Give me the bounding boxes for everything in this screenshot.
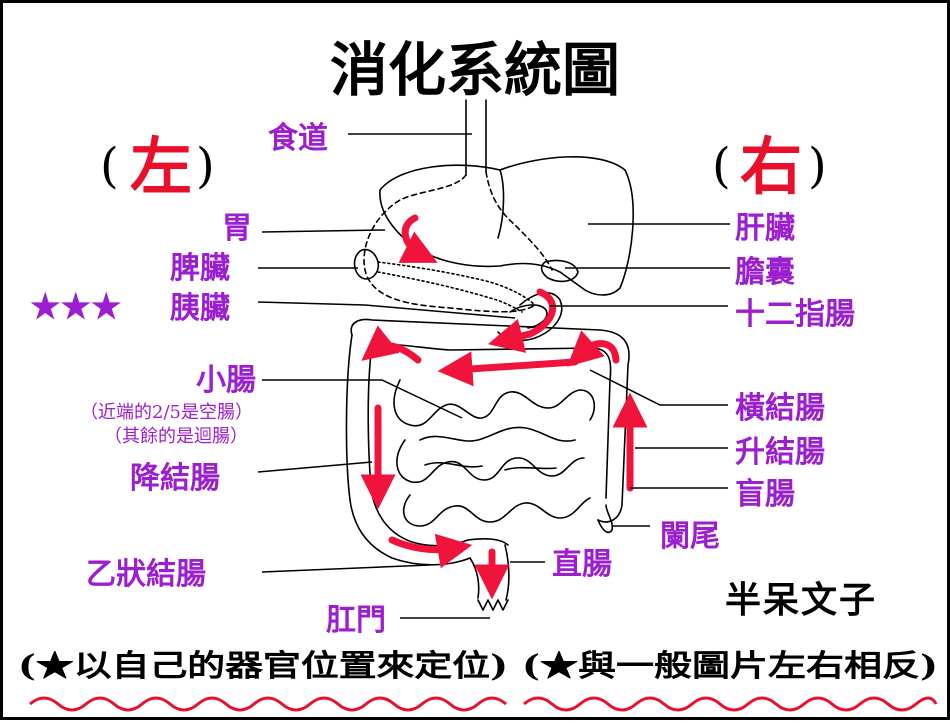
label-descending-colon: 降結腸 <box>130 461 220 496</box>
label-transverse-colon: 橫結腸 <box>735 391 825 426</box>
stomach-leader <box>261 229 386 233</box>
stomach-flow-arrow <box>398 214 438 263</box>
sigmoid-flow-arrow <box>388 533 473 569</box>
hepatic-flexure-arrow <box>566 330 620 367</box>
label-ascending-colon: 升結腸 <box>735 435 825 470</box>
small-intestine-coil-3 <box>402 494 591 527</box>
sigmoid-join <box>467 538 509 546</box>
small-intestine-coil-2 <box>396 439 585 483</box>
colon-outer-top-right <box>350 318 630 523</box>
gallbladder-outline <box>540 259 579 283</box>
label-spleen: 脾臟 <box>170 251 230 286</box>
left-side-label: ( 左 ) <box>100 130 215 203</box>
pancreas-outline <box>377 261 536 313</box>
right-paren-close: ) <box>808 138 827 194</box>
left-label-group: 食道 胃 脾臟 ★★★ 胰臟 小腸 （近端的2/5是空腸） （其餘的是迴腸） 降… <box>30 121 386 638</box>
left-paren-open: ( <box>100 138 119 194</box>
label-duodenum: 十二指腸 <box>735 297 855 332</box>
label-cecum: 盲腸 <box>735 477 795 512</box>
label-appendix: 闌尾 <box>660 519 720 554</box>
flow-arrows <box>360 214 648 600</box>
author-logo: 半呆文子 <box>725 579 877 621</box>
label-liver: 肝臟 <box>735 211 795 246</box>
anus-outline <box>477 599 509 611</box>
small-intestine-coil-4 <box>419 426 576 442</box>
stomach-inner-outline <box>485 171 553 271</box>
organ-drawing <box>345 99 634 611</box>
pancreas-leader <box>257 301 516 319</box>
transverse-leader <box>589 369 728 406</box>
left-side-text: 左 <box>130 130 192 203</box>
label-rectum: 直腸 <box>552 547 612 582</box>
descending-leader <box>257 461 373 473</box>
right-label-group: 肝臟 膽囊 十二指腸 橫結腸 升結腸 盲腸 闌尾 直腸 <box>552 211 855 582</box>
splenic-flexure-arrow <box>361 325 422 364</box>
sigmoid-leader <box>261 564 431 573</box>
label-gallbladder: 膽囊 <box>735 255 795 290</box>
right-side-text: 右 <box>740 130 802 203</box>
label-small-intestine: 小腸 <box>196 363 256 398</box>
right-paren-open: ( <box>712 138 731 194</box>
colon-inner-left <box>367 344 469 547</box>
label-small-note-1: （近端的2/5是空腸） <box>80 402 253 423</box>
leader-lines <box>257 133 730 619</box>
label-sigmoid-colon: 乙狀結腸 <box>86 557 206 592</box>
footer-right-wavy-underline <box>523 696 938 712</box>
appendix-outline <box>597 504 614 534</box>
spleen-outline <box>353 248 380 280</box>
small-intestine-coil-1 <box>393 379 596 427</box>
label-small-note-2: （其餘的是迴腸） <box>104 426 248 447</box>
left-paren-close: ) <box>196 138 215 194</box>
right-side-label: ( 右 ) <box>712 130 827 203</box>
duodenum-inner-outline <box>509 304 548 329</box>
transverse-flow-arrow <box>437 351 579 387</box>
liver-outline <box>379 156 634 296</box>
liver-lobe-line <box>497 169 505 239</box>
footer-left-wavy-underline <box>29 696 507 712</box>
page-title: 消化系統圖 <box>330 36 620 104</box>
footer: (★以自己的器官位置來定位) (★與一般圖片左右相反) <box>18 649 938 712</box>
stomach-outline <box>363 174 536 313</box>
duodenum-flow-arrow <box>487 288 557 353</box>
footer-left-note: (★以自己的器官位置來定位) <box>18 649 508 684</box>
small-intestine-coil-5 <box>424 461 557 471</box>
footer-right-note: (★與一般圖片左右相反) <box>522 649 938 684</box>
label-esophagus: 食道 <box>268 121 328 156</box>
label-pancreas: 胰臟 <box>170 291 230 326</box>
esophagus-outline <box>465 99 487 176</box>
label-stomach: 胃 <box>222 211 252 246</box>
small-intestine-leader <box>262 379 463 419</box>
label-anus: 肛門 <box>326 603 386 638</box>
colon-outer-left <box>345 334 471 566</box>
label-stars: ★★★ <box>30 287 121 327</box>
